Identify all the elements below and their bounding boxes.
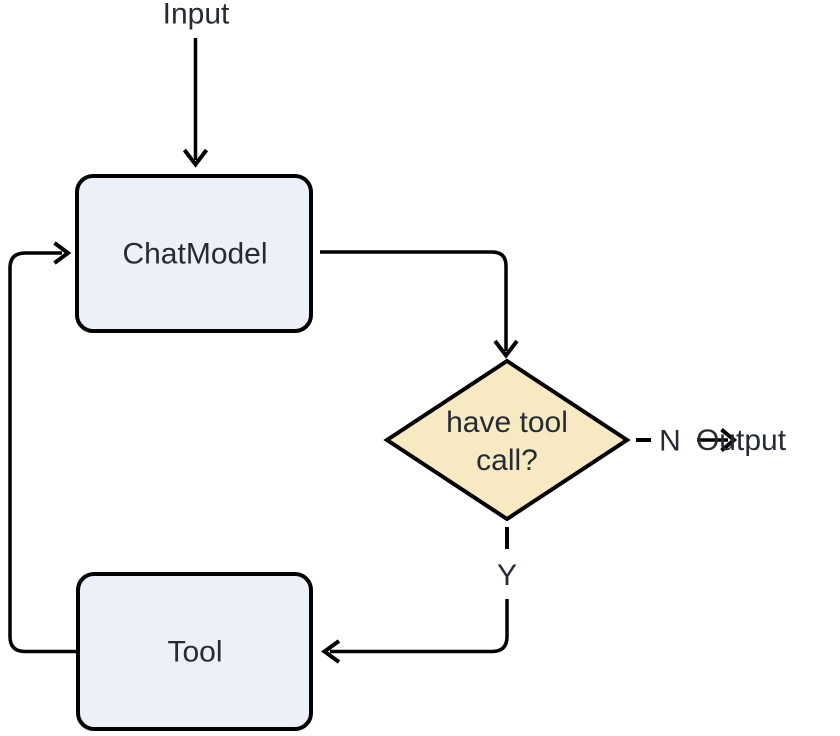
tool-to-chatmodel-edge (8, 251, 77, 654)
input-to-chatmodel-arrowhead-icon (182, 148, 209, 168)
yes-branch-label: Y (497, 559, 517, 592)
no-branch-label: N (659, 425, 681, 458)
output-label: Output (696, 424, 787, 457)
tool-to-chatmodel-arrowhead-icon (53, 241, 72, 265)
chatmodel-node (75, 174, 313, 333)
yes-to-tool-edge (330, 599, 509, 654)
tool-label: Tool (167, 636, 222, 669)
input-label: Input (163, 0, 230, 31)
decision-label-line2: call? (476, 444, 538, 477)
yes-to-tool-arrowhead-icon (321, 639, 341, 664)
chatmodel-to-decision-edge (320, 250, 508, 351)
decision-label-line1: have tool (446, 406, 568, 439)
decision-diamond-node (383, 358, 631, 522)
tool-node (76, 572, 313, 731)
chatmodel-label: ChatModel (122, 238, 267, 271)
chatmodel-to-decision-arrowhead-icon (493, 339, 519, 359)
no-to-output-arrowhead-icon (720, 427, 738, 453)
